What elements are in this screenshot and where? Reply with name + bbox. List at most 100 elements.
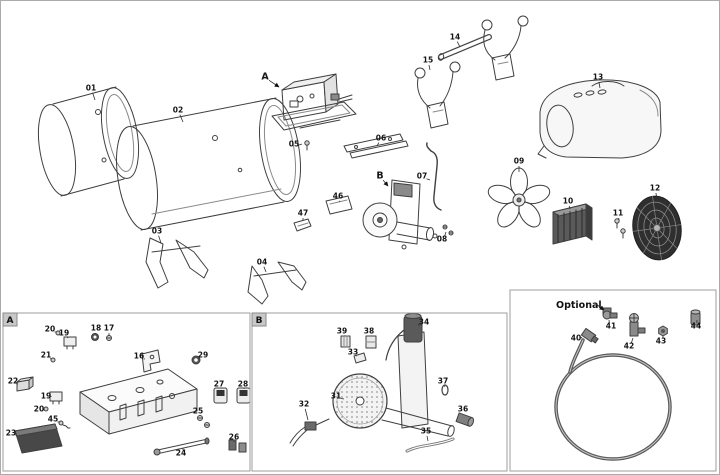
leader-line-40 — [580, 336, 583, 339]
optional-box — [509, 289, 717, 472]
optional-kit-drawing — [554, 307, 701, 461]
part-label-41: 41 — [606, 322, 616, 331]
part-05-screw-drawing — [304, 140, 310, 151]
leader-line-21 — [49, 358, 52, 360]
part-label-39: 39 — [337, 327, 347, 336]
part-09-fan-drawing — [487, 167, 551, 228]
part-01-shell-drawing — [37, 86, 140, 197]
leader-line-19 — [66, 336, 69, 339]
part-label-08: 08 — [437, 235, 447, 244]
part-label-09: 09 — [514, 157, 524, 166]
control-box-assembly-drawing — [271, 73, 357, 131]
part-label-02: 02 — [173, 106, 183, 115]
part-label-47: 47 — [298, 209, 308, 218]
part-label-25: 25 — [193, 407, 203, 416]
part-label-B: B — [376, 171, 383, 182]
burner-assembly-drawing — [362, 179, 438, 250]
leader-line-42 — [630, 337, 634, 344]
part-11-screws-drawing — [614, 218, 626, 239]
part-02-cylinder-drawing — [116, 97, 301, 231]
detail-box-a-corner — [2, 312, 18, 327]
part-13-cover-drawing — [537, 79, 662, 159]
leader-line-35 — [426, 435, 429, 442]
part-08-screws-drawing — [442, 224, 454, 236]
part-label-04: 04 — [257, 258, 267, 267]
leader-line-32 — [304, 408, 309, 421]
part-label-26: 26 — [229, 433, 239, 442]
part-label-15: 15 — [423, 56, 433, 65]
detail-b-drawing — [289, 313, 475, 453]
detail-box-b-letter: B — [256, 316, 263, 326]
part-46-plate-drawing — [325, 195, 353, 215]
part-label-31: 31 — [331, 392, 341, 401]
part-label-12: 12 — [650, 184, 660, 193]
part-06-bar-drawing — [343, 133, 409, 159]
part-label-45: 45 — [48, 415, 58, 424]
leader-line-31 — [340, 398, 345, 400]
part-label-36: 36 — [458, 405, 468, 414]
part-label-28: 28 — [238, 380, 248, 389]
part-label-24: 24 — [176, 449, 186, 458]
part-10-block-drawing — [552, 203, 593, 245]
detail-box-a-letter: A — [7, 316, 14, 326]
part-label-42: 42 — [624, 342, 634, 351]
part-label-20: 20 — [34, 405, 44, 414]
part-label-40: 40 — [571, 334, 581, 343]
leader-line-14 — [456, 41, 461, 48]
detail-box-b-corner — [251, 312, 267, 327]
part-label-13: 13 — [593, 73, 603, 82]
part-15-brackets-drawing — [414, 15, 529, 129]
part-04-bracket-drawing — [247, 261, 307, 305]
part-label-03: 03 — [152, 227, 162, 236]
part-label-43: 43 — [656, 337, 666, 346]
part-12-fan-guard-drawing — [632, 195, 682, 261]
leader-line-29 — [197, 358, 200, 360]
detail-boxes: A B Optional — [2, 289, 717, 472]
part-label-35: 35 — [421, 427, 431, 436]
leader-line-12 — [655, 192, 658, 200]
part-label-38: 38 — [364, 327, 374, 336]
part-07-rod-drawing — [426, 142, 442, 211]
part-label-14: 14 — [450, 33, 460, 42]
part-label-37: 37 — [438, 377, 448, 386]
part-label-23: 23 — [6, 429, 16, 438]
detail-box-b — [251, 312, 508, 472]
optional-title: Optional — [556, 300, 602, 311]
part-label-01: 01 — [86, 84, 96, 93]
part-label-19: 19 — [59, 329, 69, 338]
leader-line-04 — [263, 266, 267, 273]
part-03-bracket-drawing — [145, 237, 209, 289]
leader-line-B — [382, 179, 389, 187]
part-label-22: 22 — [8, 377, 18, 386]
leader-line-07 — [426, 178, 431, 181]
part-label-05: 05 — [289, 140, 299, 149]
part-label-A: A — [261, 72, 269, 83]
part-label-16: 16 — [134, 352, 144, 361]
part-label-33: 33 — [348, 348, 358, 357]
detail-box-a — [2, 312, 251, 472]
leader-line-02 — [179, 114, 184, 123]
part-label-27: 27 — [214, 380, 224, 389]
leader-line-13 — [598, 81, 601, 89]
leader-line-06 — [376, 142, 380, 147]
part-label-21: 21 — [41, 351, 51, 360]
part-14-rod-drawing — [437, 34, 492, 61]
optional-arrow — [595, 303, 605, 311]
part-label-44: 44 — [691, 322, 701, 331]
leader-line-08 — [444, 231, 447, 237]
leader-line-05 — [298, 143, 303, 146]
leader-line-15 — [428, 64, 431, 71]
part-label-10: 10 — [563, 197, 573, 206]
leader-line-10 — [568, 205, 571, 210]
part-label-19: 19 — [41, 392, 51, 401]
part-label-34: 34 — [419, 318, 429, 327]
part-label-29: 29 — [198, 351, 208, 360]
part-label-18: 18 — [91, 324, 101, 333]
part-label-06: 06 — [376, 134, 386, 143]
part-label-11: 11 — [613, 209, 623, 218]
leader-line-01 — [92, 92, 96, 101]
part-label-17: 17 — [104, 324, 114, 333]
